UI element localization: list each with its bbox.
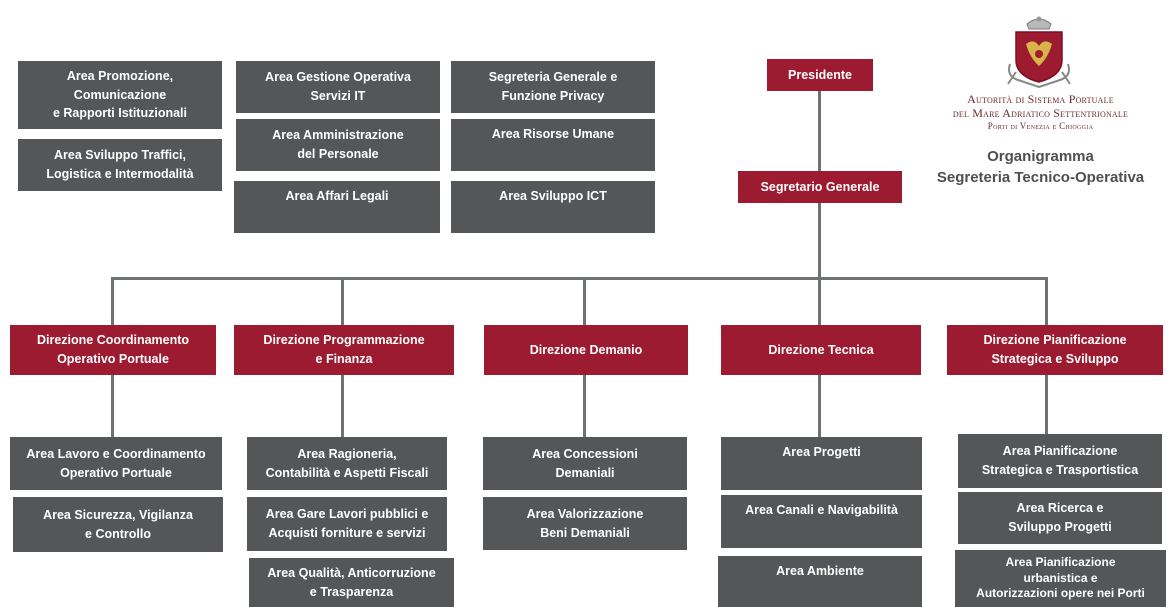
connector-presidente-segretario: [818, 91, 821, 171]
area-progetti: Area Progetti: [721, 437, 922, 490]
logo-line-2: del Mare Adriatico Settentrionale: [952, 106, 1129, 120]
direzione-tecnica: Direzione Tecnica: [721, 325, 921, 375]
staff-area-amministrazione-personale: Area Amministrazione del Personale: [236, 119, 440, 171]
area-canali-navigabilita: Area Canali e Navigabilità: [721, 495, 922, 548]
connector-drop-2: [341, 277, 344, 325]
connector-drop-1: [111, 277, 114, 325]
staff-segreteria-privacy: Segreteria Generale e Funzione Privacy: [451, 61, 655, 113]
connector-dir4-areas: [818, 375, 821, 437]
presidente-box: Presidente: [767, 59, 873, 91]
title-line-2: Segreteria Tecnico-Operativa: [936, 169, 1145, 186]
logo-line-1: Autorità di Sistema Portuale: [967, 92, 1114, 106]
area-qualita-anticorruzione: Area Qualità, Anticorruzione e Trasparen…: [249, 558, 454, 607]
staff-area-affari-legali: Area Affari Legali: [234, 181, 440, 233]
direzione-demanio: Direzione Demanio: [484, 325, 688, 375]
area-lavoro-coordinamento: Area Lavoro e Coordinamento Operativo Po…: [10, 437, 222, 490]
staff-area-gestione-it: Area Gestione Operativa Servizi IT: [236, 61, 440, 113]
logo-line-3: Porti di Venezia e Chioggia: [987, 121, 1094, 131]
staff-area-promozione: Area Promozione, Comunicazione e Rapport…: [18, 61, 222, 129]
area-pianificazione-strategica: Area Pianificazione Strategica e Traspor…: [958, 434, 1162, 488]
connector-horizontal-bus: [111, 277, 1048, 280]
area-pianificazione-urbanistica: Area Pianificazione urbanistica e Autori…: [955, 550, 1166, 607]
direzione-programmazione: Direzione Programmazione e Finanza: [234, 325, 454, 375]
connector-dir5-areas: [1045, 375, 1048, 434]
connector-drop-3: [583, 277, 586, 325]
connector-dir3-areas: [583, 375, 586, 437]
staff-area-risorse-umane: Area Risorse Umane: [451, 119, 655, 171]
connector-dir2-areas: [341, 375, 344, 437]
area-gare-lavori: Area Gare Lavori pubblici e Acquisti for…: [247, 497, 447, 551]
connector-drop-5: [1045, 277, 1048, 325]
venice-lion-crest-icon: [1007, 16, 1071, 89]
area-valorizzazione: Area Valorizzazione Beni Demaniali: [483, 497, 687, 550]
title-line-1: Organigramma: [987, 148, 1094, 165]
staff-area-sviluppo-traffici: Area Sviluppo Traffici, Logistica e Inte…: [18, 139, 222, 191]
connector-drop-4: [818, 277, 821, 325]
logo-text: Autorità di Sistema Portuale del Mare Ad…: [905, 92, 1176, 132]
area-ambiente: Area Ambiente: [718, 556, 922, 607]
connector-segretario-bus: [818, 203, 821, 279]
connector-dir1-areas: [111, 375, 114, 437]
area-concessioni: Area Concessioni Demaniali: [483, 437, 687, 490]
area-sicurezza-vigilanza: Area Sicurezza, Vigilanza e Controllo: [13, 497, 223, 552]
chart-title: Organigramma Segreteria Tecnico-Operativ…: [905, 146, 1176, 188]
area-ricerca-sviluppo: Area Ricerca e Sviluppo Progetti: [958, 492, 1162, 544]
staff-area-sviluppo-ict: Area Sviluppo ICT: [451, 181, 655, 233]
segretario-generale-box: Segretario Generale: [738, 171, 902, 203]
direzione-pianificazione: Direzione Pianificazione Strategica e Sv…: [947, 325, 1163, 375]
direzione-coordinamento: Direzione Coordinamento Operativo Portua…: [10, 325, 216, 375]
area-ragioneria: Area Ragioneria, Contabilità e Aspetti F…: [247, 437, 447, 490]
